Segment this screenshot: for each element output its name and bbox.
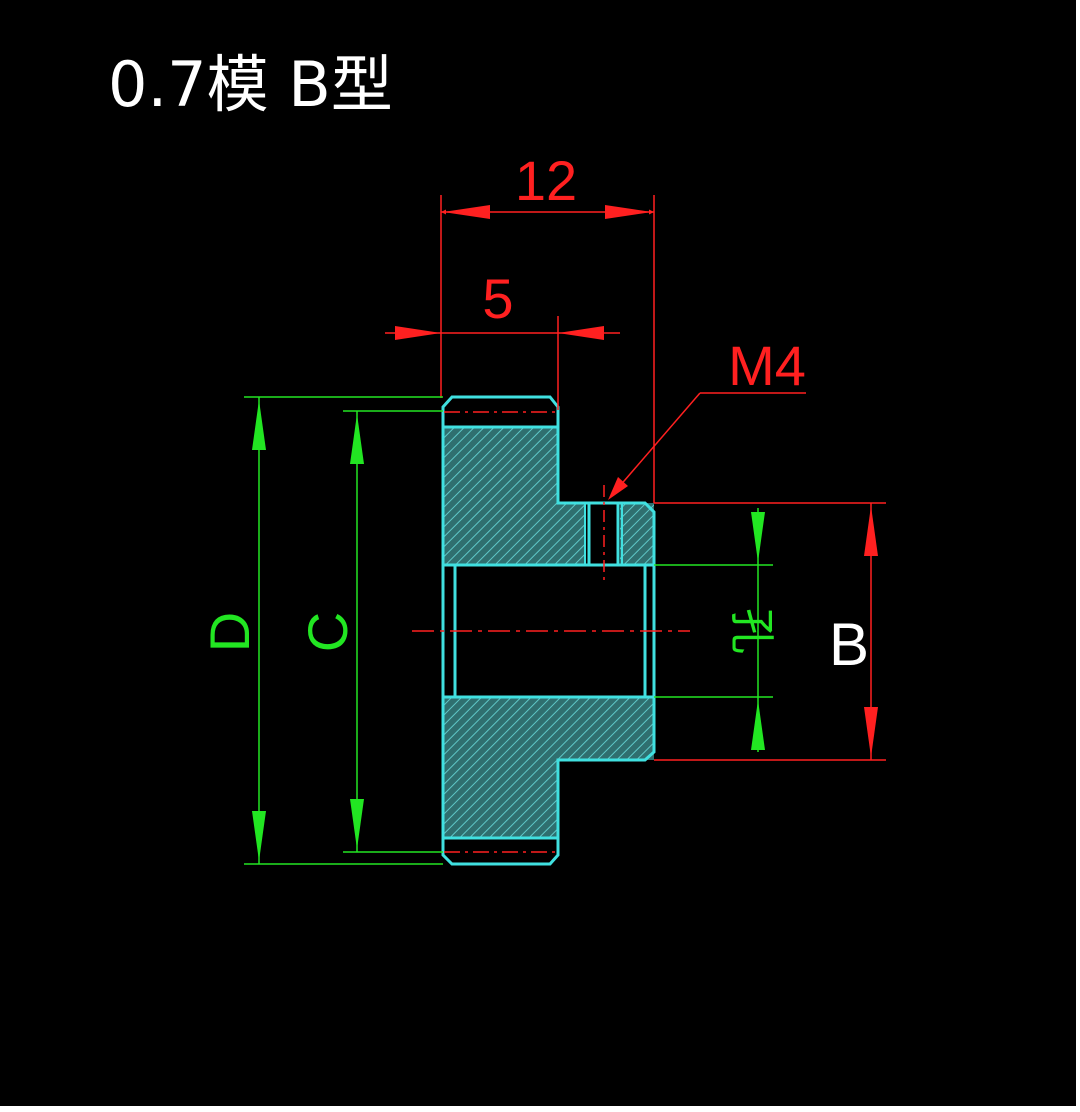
dimension-label-c: C [296, 612, 359, 652]
dimension-label-b: B [829, 611, 869, 678]
part-outline [441, 395, 656, 866]
gear-cross-section [412, 395, 690, 866]
frame-border-right [1076, 0, 1080, 1112]
drawing-title: 0.7模 B型 [108, 48, 393, 121]
hub-block-hatch [620, 503, 654, 565]
lower-section-hatch [443, 697, 654, 838]
dimension-label-bore: 孔 [726, 608, 778, 654]
dimension-length-12: 12 [440, 149, 655, 503]
dimension-outer-diameter-d: D [198, 396, 443, 865]
dimension-hub-diameter-b: B [654, 502, 886, 761]
frame-border-bottom [0, 1106, 1080, 1112]
dimension-set-screw-m4: M4 [608, 334, 806, 500]
dimension-label-d: D [198, 612, 261, 652]
dimension-bore: 孔 [654, 508, 778, 752]
dimension-label-5: 5 [482, 267, 513, 330]
dimension-hub-offset-5: 5 [385, 267, 620, 410]
dimension-pitch-diameter-c: C [296, 410, 443, 853]
dimension-label-12: 12 [515, 149, 577, 212]
dimension-label-m4: M4 [728, 334, 806, 397]
upper-section-hatch [443, 427, 585, 565]
